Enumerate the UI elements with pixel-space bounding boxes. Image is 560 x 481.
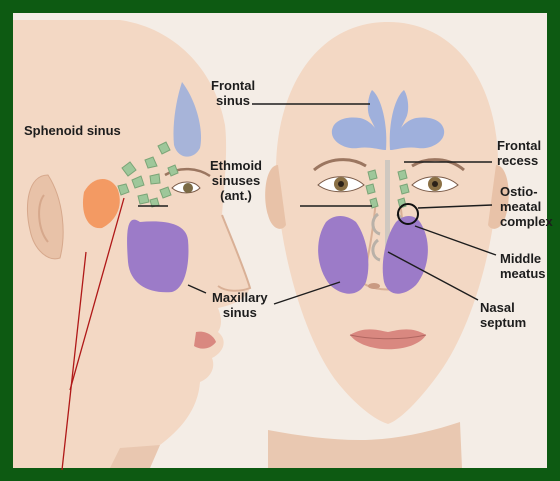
label-ethmoid-sinuses: Ethmoid sinuses (ant.) (210, 158, 262, 203)
profile-iris (183, 183, 193, 193)
label-nasal-septum: Nasal septum (480, 300, 526, 330)
label-middle-meatus: Middle meatus (500, 251, 546, 281)
label-frontal-recess: Frontal recess (497, 138, 541, 168)
label-sphenoid-sinus: Sphenoid sinus (24, 123, 121, 138)
profile-maxillary-sinus (127, 220, 188, 293)
front-nostril-left (368, 283, 380, 289)
front-pupil-right (432, 181, 438, 187)
front-pupil-left (338, 181, 344, 187)
label-maxillary-sinus: Maxillary sinus (212, 290, 268, 320)
label-ostiomeatal-complex: Ostio- meatal complex (500, 184, 553, 229)
label-frontal-sinus: Frontal sinus (211, 78, 255, 108)
